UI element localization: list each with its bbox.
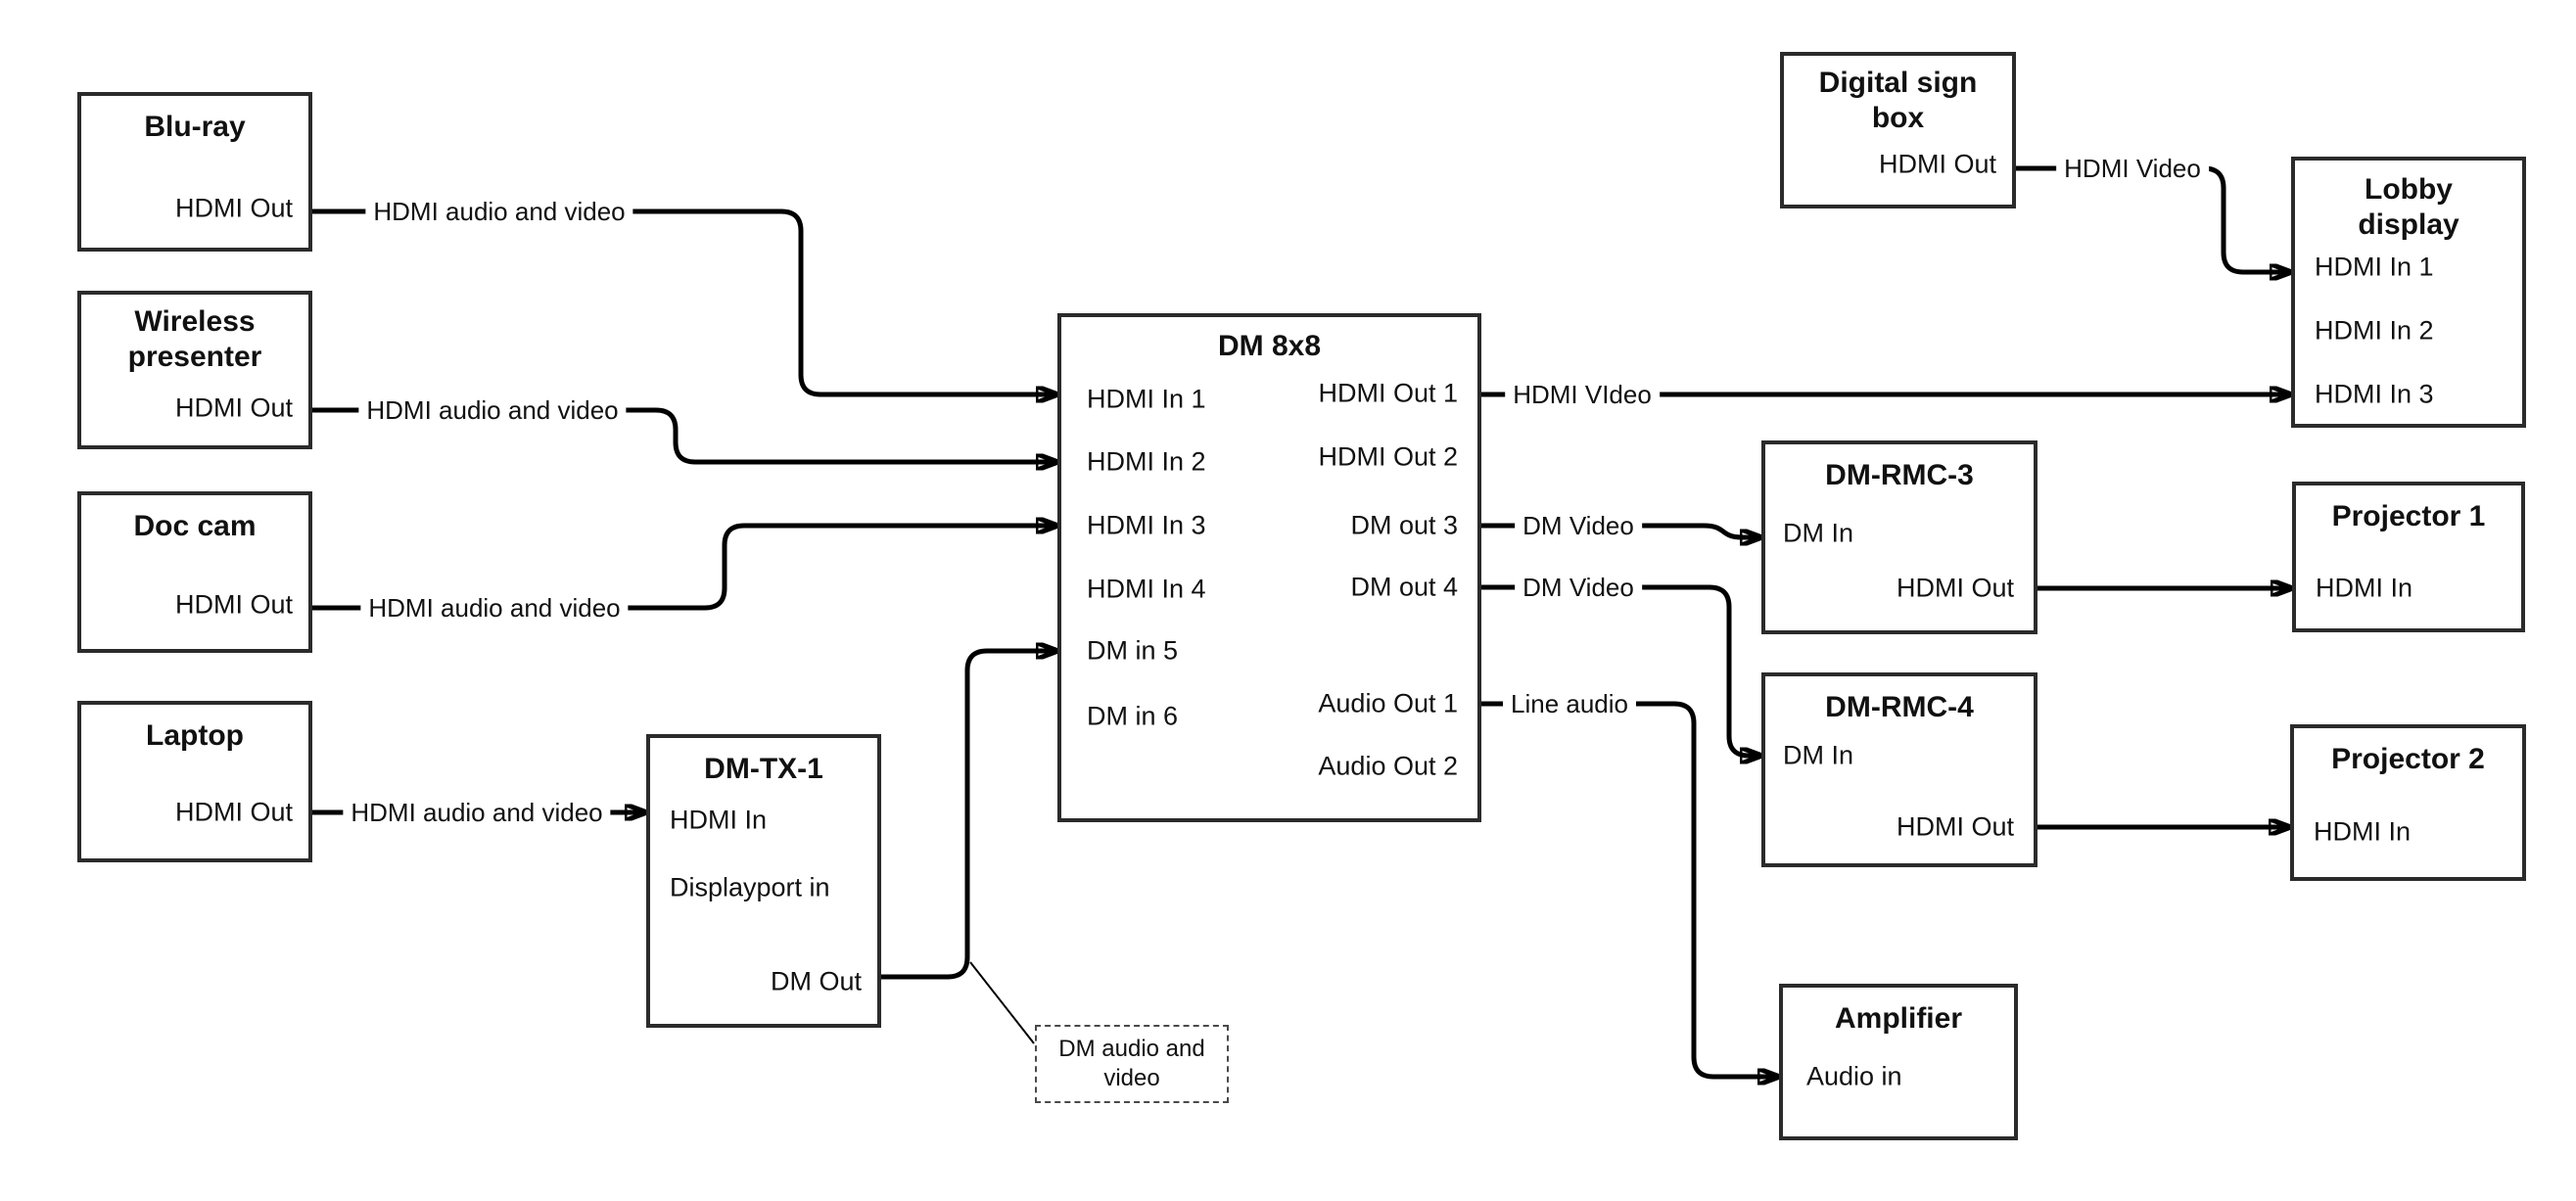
port-hdmi-in-3: HDMI In 3 [1087, 510, 1206, 540]
node-projector-2: Projector 2 HDMI In [2290, 724, 2526, 881]
node-wireless-presenter: Wireless presenter HDMI Out [77, 291, 312, 449]
port-hdmi-in-3: HDMI In 3 [2315, 379, 2434, 409]
node-dm-tx-1: DM-TX-1 HDMI In Displayport in DM Out [646, 734, 881, 1028]
port-audio-out-2: Audio Out 2 [1318, 751, 1458, 781]
port-hdmi-in-4: HDMI In 4 [1087, 574, 1206, 604]
port-hdmi-out: HDMI Out [174, 193, 293, 223]
port-hdmi-in-2: HDMI In 2 [1087, 446, 1206, 477]
wire-label-digital-sign-feed: HDMI Video [2056, 152, 2209, 185]
node-title: DM-TX-1 [704, 753, 823, 785]
port-hdmi-in-2: HDMI In 2 [2315, 315, 2434, 346]
node-title: Wireless presenter [127, 305, 262, 373]
wire-dmtx1-to-dm-in-5 [881, 651, 1057, 980]
port-hdmi-in: HDMI In [2314, 816, 2412, 847]
wire-label-line-audio: Line audio [1503, 687, 1636, 720]
node-digital-sign-box: Digital sign box HDMI Out [1780, 52, 2016, 208]
node-dm-8x8: DM 8x8 HDMI In 1 HDMI In 2 HDMI In 3 HDM… [1057, 313, 1481, 822]
wire-wireless-to-hdmi-in-2 [312, 407, 1057, 462]
port-hdmi-in-1: HDMI In 1 [2315, 252, 2434, 282]
wire-bluray-to-hdmi-in-1 [312, 208, 1057, 394]
node-title: Projector 2 [2331, 743, 2485, 775]
port-hdmi-out: HDMI Out [1896, 573, 2014, 603]
port-audio-out-1: Audio Out 1 [1318, 688, 1458, 718]
callout-text: DM audio and video [1058, 1036, 1205, 1091]
wire-audio-out-1-to-amplifier [1481, 701, 1779, 1077]
port-dm-out: DM Out [770, 966, 862, 996]
wire-doccam-to-hdmi-in-3 [312, 526, 1057, 611]
node-title: Amplifier [1834, 1002, 1963, 1035]
wire-dm-out-4-to-dm-rmc-4 [1481, 584, 1761, 756]
node-title: Doc cam [133, 510, 257, 542]
port-hdmi-in: HDMI In [670, 805, 768, 835]
wire-label-doccam-feed: HDMI audio and video [360, 591, 629, 624]
port-hdmi-out: HDMI Out [174, 393, 293, 423]
port-hdmi-out: HDMI Out [174, 797, 293, 827]
wire-dm-out-3-to-dm-rmc-3 [1481, 523, 1761, 537]
node-lobby-display: Lobby display HDMI In 1 HDMI In 2 HDMI I… [2291, 157, 2526, 428]
wire-label-laptop-feed: HDMI audio and video [343, 796, 611, 829]
node-title: DM-RMC-3 [1825, 459, 1974, 491]
port-hdmi-out: HDMI Out [174, 589, 293, 620]
node-laptop: Laptop HDMI Out [77, 701, 312, 862]
node-title: Laptop [146, 719, 244, 752]
port-hdmi-out-2: HDMI Out 2 [1318, 441, 1458, 472]
callout-dm-audio-and-video: DM audio and video [1035, 1025, 1229, 1103]
port-hdmi-out: HDMI Out [1878, 149, 1996, 179]
callout-leader-line [969, 961, 1035, 1044]
node-title: Projector 1 [2331, 500, 2486, 532]
node-amplifier: Amplifier Audio in [1779, 984, 2018, 1140]
node-title: DM-RMC-4 [1825, 691, 1974, 723]
port-audio-in: Audio in [1806, 1061, 1902, 1091]
node-title: Blu-ray [144, 111, 246, 143]
port-hdmi-in: HDMI In [2316, 573, 2413, 603]
node-title: Lobby display [2358, 173, 2459, 241]
wire-label-dm-video-out4: DM Video [1515, 571, 1642, 604]
node-dm-rmc-3: DM-RMC-3 DM In HDMI Out [1761, 440, 2037, 634]
node-title: Digital sign box [1818, 67, 1978, 134]
wire-digital-sign-to-lobby-hdmi-in-1 [2016, 165, 2291, 272]
port-displayport-in: Displayport in [670, 872, 830, 902]
port-dm-in-5: DM in 5 [1087, 635, 1179, 666]
port-dm-in: DM In [1783, 518, 1854, 548]
port-dm-in-6: DM in 6 [1087, 701, 1179, 731]
port-hdmi-out: HDMI Out [1896, 811, 2014, 842]
node-doc-cam: Doc cam HDMI Out [77, 491, 312, 653]
port-hdmi-in-1: HDMI In 1 [1087, 384, 1206, 414]
node-blu-ray: Blu-ray HDMI Out [77, 92, 312, 252]
port-hdmi-out-1: HDMI Out 1 [1318, 378, 1458, 408]
port-dm-in: DM In [1783, 740, 1854, 770]
node-dm-rmc-4: DM-RMC-4 DM In HDMI Out [1761, 672, 2037, 867]
wire-label-hdmi-video-out1: HDMI VIdeo [1505, 378, 1660, 411]
node-projector-1: Projector 1 HDMI In [2292, 482, 2525, 632]
wire-label-wireless-feed: HDMI audio and video [358, 393, 627, 427]
wire-label-dm-video-out3: DM Video [1515, 509, 1642, 542]
port-dm-out-3: DM out 3 [1350, 510, 1458, 540]
wire-label-bluray-feed: HDMI audio and video [365, 195, 633, 228]
node-title: DM 8x8 [1217, 330, 1322, 362]
port-dm-out-4: DM out 4 [1350, 572, 1458, 602]
